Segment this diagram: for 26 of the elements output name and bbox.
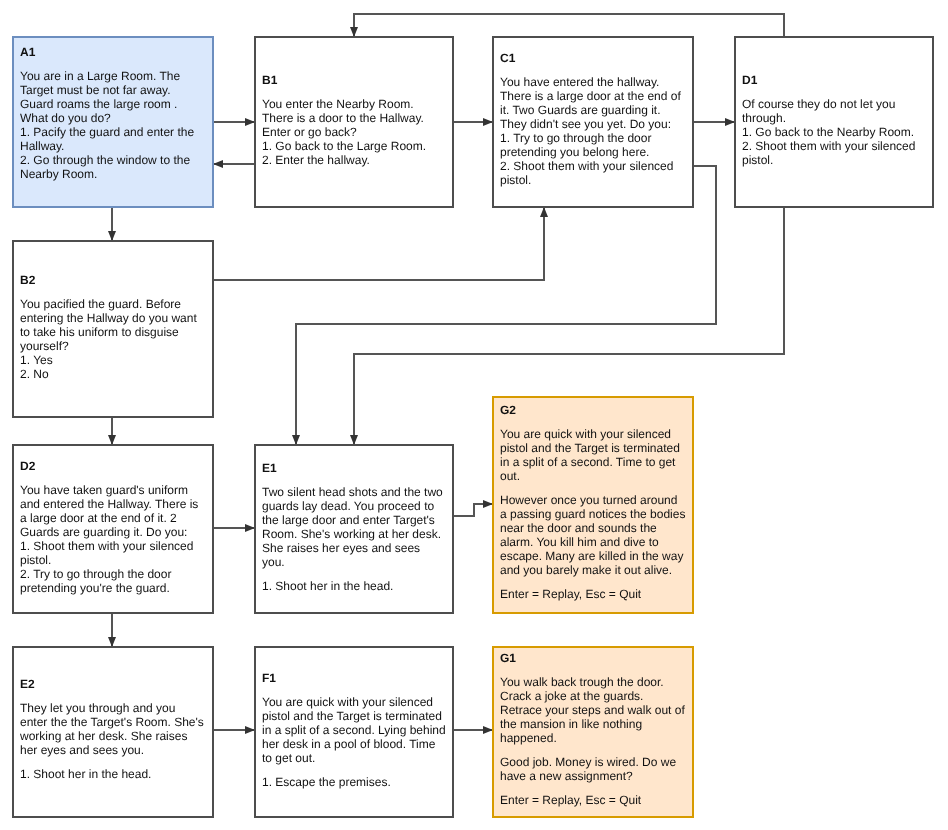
- arrow: [213, 726, 255, 734]
- arrow: [453, 118, 493, 126]
- arrow: [693, 118, 735, 126]
- scene-box: [492, 36, 694, 208]
- arrow: [350, 13, 785, 37]
- ending-box: [492, 646, 694, 818]
- arrow: [108, 417, 116, 445]
- ending-box: [492, 396, 694, 614]
- scene-box: [12, 646, 214, 818]
- arrow: [453, 500, 493, 517]
- arrow: [350, 207, 785, 445]
- arrow: [213, 160, 255, 168]
- arrow: [453, 726, 493, 734]
- start-box: [12, 36, 214, 208]
- scene-box: [734, 36, 934, 208]
- scene-box: [12, 444, 214, 614]
- scene-box: [12, 240, 214, 418]
- scene-box: [254, 444, 454, 614]
- arrow: [292, 165, 717, 445]
- arrow: [108, 613, 116, 647]
- arrow: [213, 118, 255, 126]
- arrow: [108, 207, 116, 241]
- arrow: [213, 524, 255, 532]
- scene-box: [254, 646, 454, 818]
- arrow: [213, 207, 548, 281]
- scene-box: [254, 36, 454, 208]
